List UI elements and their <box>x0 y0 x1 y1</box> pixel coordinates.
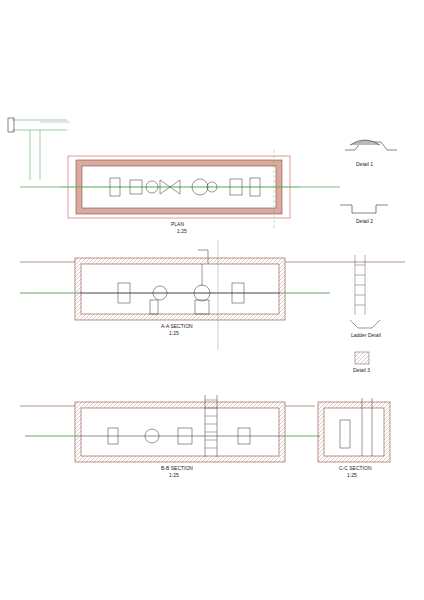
view-label: Detail 3 <box>352 368 371 374</box>
view-label: Ladder Detail <box>350 333 382 339</box>
view-label: 1:25 <box>346 473 358 479</box>
view-label: B-B SECTION <box>160 466 194 472</box>
view-label: C-C SECTION <box>338 466 373 472</box>
view-label: 1:25 <box>168 473 180 479</box>
view-label: Detail 2 <box>355 219 374 225</box>
view-label: A-A SECTION <box>160 324 194 330</box>
view-label: 1:25 <box>176 229 188 235</box>
view-label: 1:25 <box>168 331 180 337</box>
view-label: PLAN <box>170 222 185 228</box>
view-label: Detail 1 <box>355 162 374 168</box>
